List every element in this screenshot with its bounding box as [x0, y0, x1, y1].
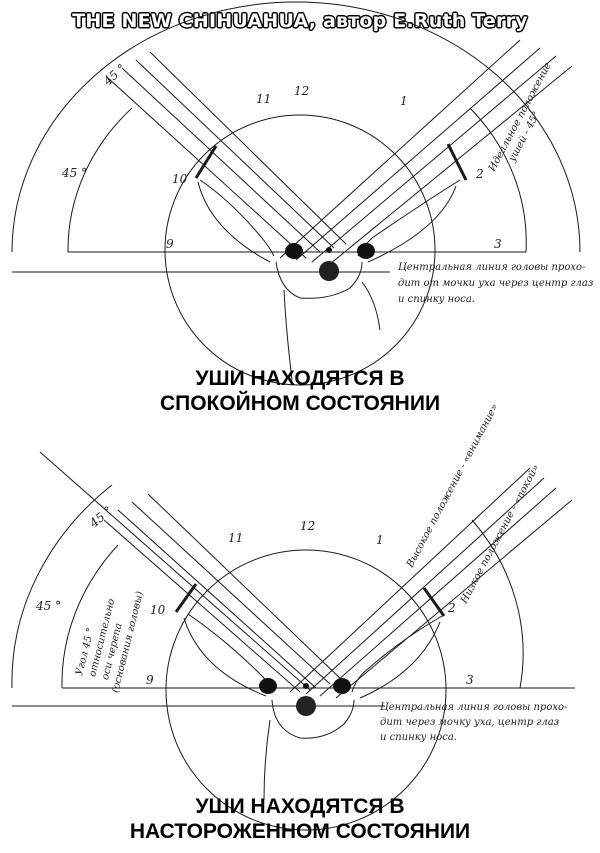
- bottom-caption: УШИ НАХОДЯТСЯ В НАСТОРОЖЕННОМ СОСТОЯНИИ: [0, 794, 600, 844]
- bottom-clock-3: 3: [466, 673, 474, 687]
- svg-text:дит от мочки уха через центр г: дит от мочки уха через центр глаз: [398, 278, 593, 289]
- top-nose: [319, 261, 339, 281]
- bottom-clock-2: 2: [447, 601, 456, 615]
- top-right-ear-lines: [279, 39, 573, 265]
- top-angle-inner: 45 °: [61, 166, 87, 180]
- top-outer-arc: [11, 1, 581, 253]
- bottom-clock-10: 10: [150, 603, 166, 617]
- bottom-right-ear-lines: [289, 467, 573, 699]
- top-clock-1: 1: [400, 94, 408, 108]
- top-angle-outer: 45 °: [100, 61, 129, 89]
- bottom-skull-note: Угол 45 ° относительно оси черепа (основ…: [74, 590, 146, 694]
- bottom-angle-outer: 45 °: [86, 503, 115, 530]
- top-dog-head: [197, 179, 461, 381]
- svg-text:Центральная линия головы прохо: Центральная линия головы прохо-: [398, 262, 586, 273]
- top-caption-line-2: СПОКОЙНОМ СОСТОЯНИИ: [159, 392, 441, 415]
- top-inner-arc-right: [469, 107, 527, 253]
- bottom-right-arc: [471, 519, 524, 689]
- bottom-inner-arc: [61, 544, 119, 689]
- bottom-clock-12: 12: [300, 519, 315, 533]
- bottom-caption-line-1: УШИ НАХОДЯТСЯ В: [195, 795, 405, 818]
- bottom-outer-arc: [11, 484, 113, 689]
- top-left-ear-lines: [107, 51, 347, 259]
- svg-text:Центральная линия головы прохо: Центральная линия головы прохо-: [380, 702, 568, 713]
- bottom-right-eye: [333, 678, 351, 694]
- top-diagram: 12 11 1 10 2 9 3 45 ° 45 ° Идеальное пол…: [11, 1, 593, 386]
- bottom-axis-diagonal: [39, 451, 311, 691]
- bottom-caption-line-2: НАСТОРОЖЕННОМ СОСТОЯНИИ: [129, 820, 471, 843]
- top-clock-10: 10: [172, 172, 188, 186]
- svg-text:Идеальное положение: Идеальное положение: [486, 61, 553, 174]
- top-left-eye: [285, 243, 303, 259]
- top-caption-line-1: УШИ НАХОДЯТСЯ В: [195, 367, 405, 390]
- page-title: THE NEW CHIHUAHUA, автор E.Ruth Terry: [72, 10, 528, 32]
- bottom-diagram: 12 11 1 10 2 9 3 45 ° 45 ° Высокое полож…: [11, 402, 575, 831]
- top-center-note: Центральная линия головы прохо- дит от м…: [398, 262, 593, 305]
- bottom-angle-inner: 45 °: [35, 599, 61, 613]
- top-clock-2: 2: [475, 167, 484, 181]
- bottom-left-eye: [259, 678, 277, 694]
- top-clock-9: 9: [166, 237, 174, 251]
- bottom-center-note: Центральная линия головы прохо- дит чере…: [380, 702, 568, 743]
- svg-text:и спинку носа.: и спинку носа.: [380, 732, 457, 743]
- top-caption: УШИ НАХОДЯТСЯ В СПОКОЙНОМ СОСТОЯНИИ: [0, 366, 600, 416]
- bottom-high-note: Высокое положение - «внимание»: [404, 402, 500, 570]
- bottom-dog-head: [183, 613, 443, 801]
- svg-text:и спинку носа.: и спинку носа.: [398, 294, 475, 305]
- top-clock-3: 3: [494, 237, 502, 251]
- bottom-clock-1: 1: [376, 533, 384, 547]
- bottom-clock-11: 11: [228, 531, 243, 545]
- bottom-nose: [296, 696, 316, 716]
- top-ideal-note: Идеальное положение ушей - 45°: [486, 61, 553, 174]
- svg-text:дит через мочку уха, центр гла: дит через мочку уха, центр глаз: [380, 717, 559, 728]
- top-clock-11: 11: [256, 92, 271, 106]
- bottom-low-note: Низкое положение - «покой»: [458, 463, 541, 606]
- bottom-clock-9: 9: [146, 673, 154, 687]
- top-clock-circle: [164, 114, 436, 386]
- top-right-eye: [357, 243, 375, 259]
- top-inner-arc: [67, 107, 133, 253]
- bottom-clock-circle: [165, 549, 447, 831]
- top-clock-12: 12: [294, 84, 309, 98]
- bottom-left-ear-lines: [103, 493, 345, 693]
